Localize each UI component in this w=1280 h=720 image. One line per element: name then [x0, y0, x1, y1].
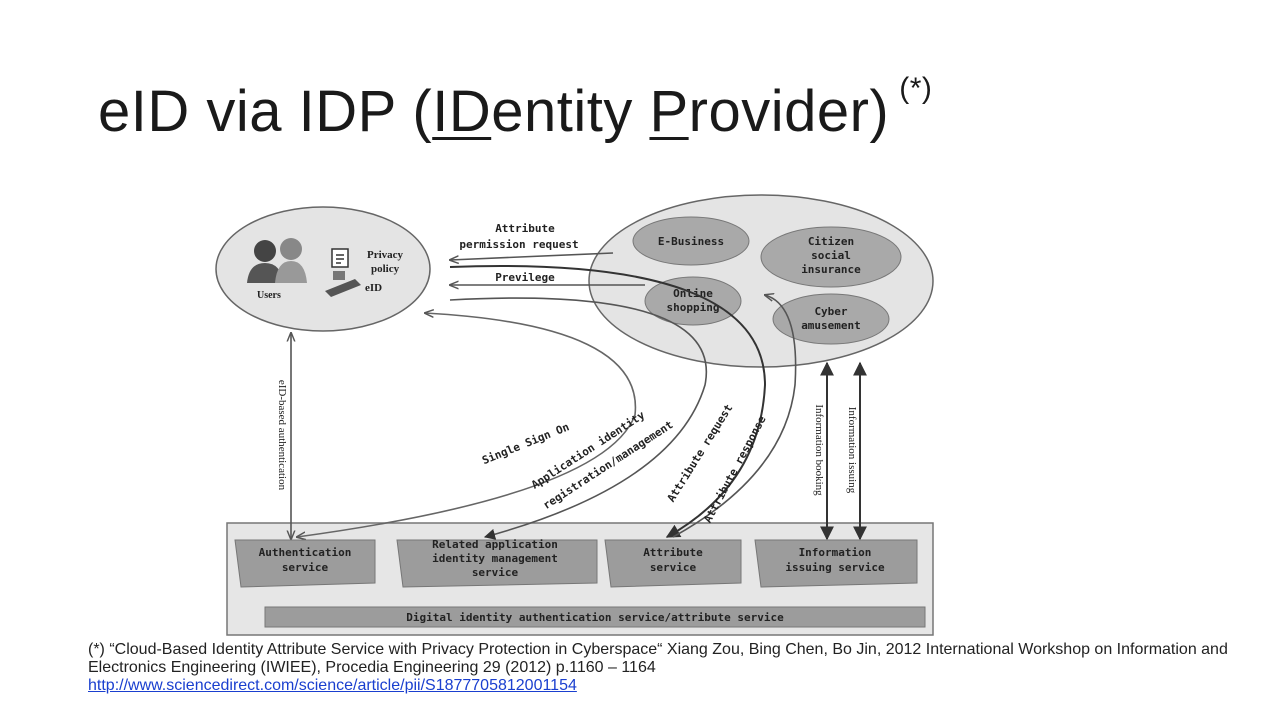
eid-card-icon	[325, 271, 361, 297]
related-label-1: Related application	[432, 538, 558, 551]
cyber-label-2: amusement	[801, 319, 861, 332]
sso-label: Single Sign On	[480, 420, 571, 467]
title-id-underlined: ID	[432, 79, 492, 144]
title-entity: entity	[491, 79, 650, 144]
ebusiness-label: E-Business	[658, 235, 724, 248]
citizen-insurance-service	[760, 226, 902, 288]
attr-perm-label-1: Attribute	[495, 222, 555, 235]
attr-box-label-2: service	[650, 561, 697, 574]
citizen-label-1: Citizen	[808, 235, 854, 248]
privacy-policy-icon	[331, 248, 349, 268]
information-issuing-box: Information issuing service	[754, 539, 918, 588]
info-issuing-label: Information issuing	[846, 407, 858, 494]
eid-auth-label: eID-based authentication	[276, 380, 288, 491]
ebusiness-service	[632, 216, 750, 266]
citation-text: (*) “Cloud-Based Identity Attribute Serv…	[88, 641, 1228, 676]
cyber-amusement-service	[772, 293, 890, 345]
online-shopping-service	[644, 276, 742, 326]
users-label: Users	[257, 290, 281, 301]
info-booking-label: Information booking	[813, 404, 825, 496]
services-ellipse	[588, 194, 934, 368]
digital-identity-bar: Digital identity authentication service/…	[264, 606, 926, 628]
citation-link[interactable]: http://www.sciencedirect.com/science/art…	[88, 677, 577, 694]
users-avatar-icon	[247, 238, 307, 283]
slide-title: eID via IDP (IDentity Provider) (*)	[98, 72, 932, 145]
attribute-response-arrow	[672, 295, 797, 538]
attr-perm-label-2: permission request	[459, 238, 578, 251]
digital-label: Digital identity authentication service/…	[406, 611, 784, 624]
citation-footnote: (*) “Cloud-Based Identity Attribute Serv…	[88, 641, 1238, 695]
online-label-2: shopping	[667, 301, 720, 314]
authentication-service-box: Authentication service	[234, 539, 376, 588]
title-p-underlined: P	[649, 79, 689, 144]
infoiss-label-2: issuing service	[785, 561, 885, 574]
citizen-label-3: insurance	[801, 263, 861, 276]
cyber-label-1: Cyber	[814, 305, 847, 318]
previlege-label: Previlege	[495, 271, 555, 284]
eid-label: eID	[365, 282, 382, 294]
citizen-label-2: social	[811, 249, 851, 262]
infoiss-label-1: Information	[799, 546, 872, 559]
related-label-2: identity management	[432, 552, 558, 565]
attr-box-label-1: Attribute	[643, 546, 703, 559]
related-app-identity-box: Related application identity management …	[396, 538, 598, 588]
privacy-policy-label-2: policy	[371, 263, 400, 275]
related-label-3: service	[472, 566, 519, 579]
auth-label-2: service	[282, 561, 329, 574]
attribute-request-arrow	[449, 265, 767, 538]
eid-idp-diagram: Users Privacy policy eID E-Business Citi…	[215, 194, 934, 636]
title-footnote-marker: (*)	[899, 72, 933, 105]
auth-label-1: Authentication	[259, 546, 352, 559]
attribute-service-box: Attribute service	[604, 539, 742, 588]
privacy-policy-label-1: Privacy	[367, 249, 404, 261]
attribute-permission-arrow	[450, 252, 614, 260]
single-sign-on-arrow	[297, 313, 637, 537]
title-rovider: rovider)	[688, 79, 890, 144]
app-identity-arrow	[449, 297, 708, 540]
title-prefix: eID via IDP (	[98, 79, 433, 144]
